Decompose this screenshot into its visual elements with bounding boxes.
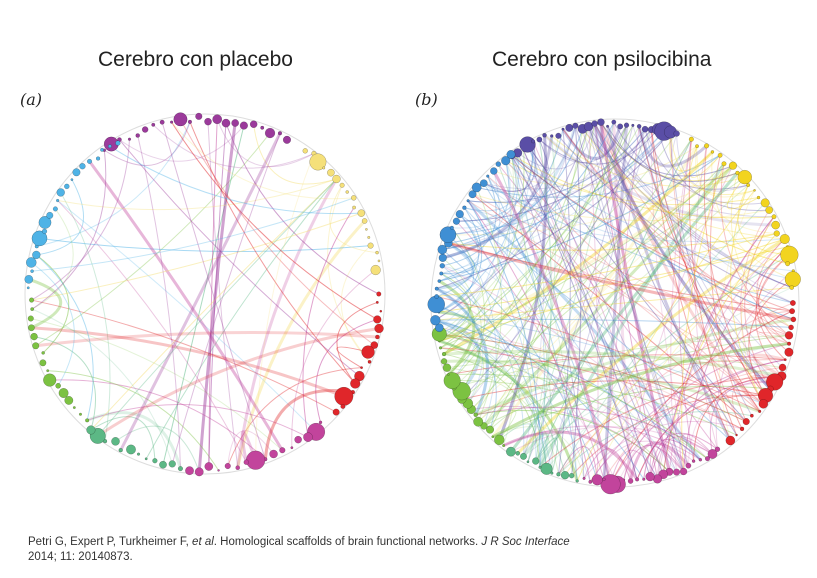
nodes	[427, 118, 801, 495]
panel-b-title: Cerebro con psilocibina	[492, 48, 712, 71]
citation-etal: et al	[192, 536, 214, 548]
panel-b-label: (b)	[415, 90, 438, 109]
citation-title: . Homological scaffolds of brain functio…	[213, 536, 482, 548]
citation-journal: J R Soc Interface	[481, 536, 570, 548]
network-diagram-psilocybin	[427, 118, 801, 495]
citation-authors: Petri G, Expert P, Turkheimer F,	[28, 536, 193, 548]
edges	[28, 119, 380, 473]
panel-a-title: Cerebro con placebo	[98, 48, 293, 71]
edges	[435, 121, 794, 485]
citation-details: 2014; 11: 20140873.	[28, 551, 133, 563]
panel-a-label: (a)	[20, 90, 43, 109]
citation: Petri G, Expert P, Turkheimer F, et al. …	[28, 535, 588, 565]
nodes	[24, 112, 384, 477]
network-diagram-placebo	[24, 112, 386, 477]
